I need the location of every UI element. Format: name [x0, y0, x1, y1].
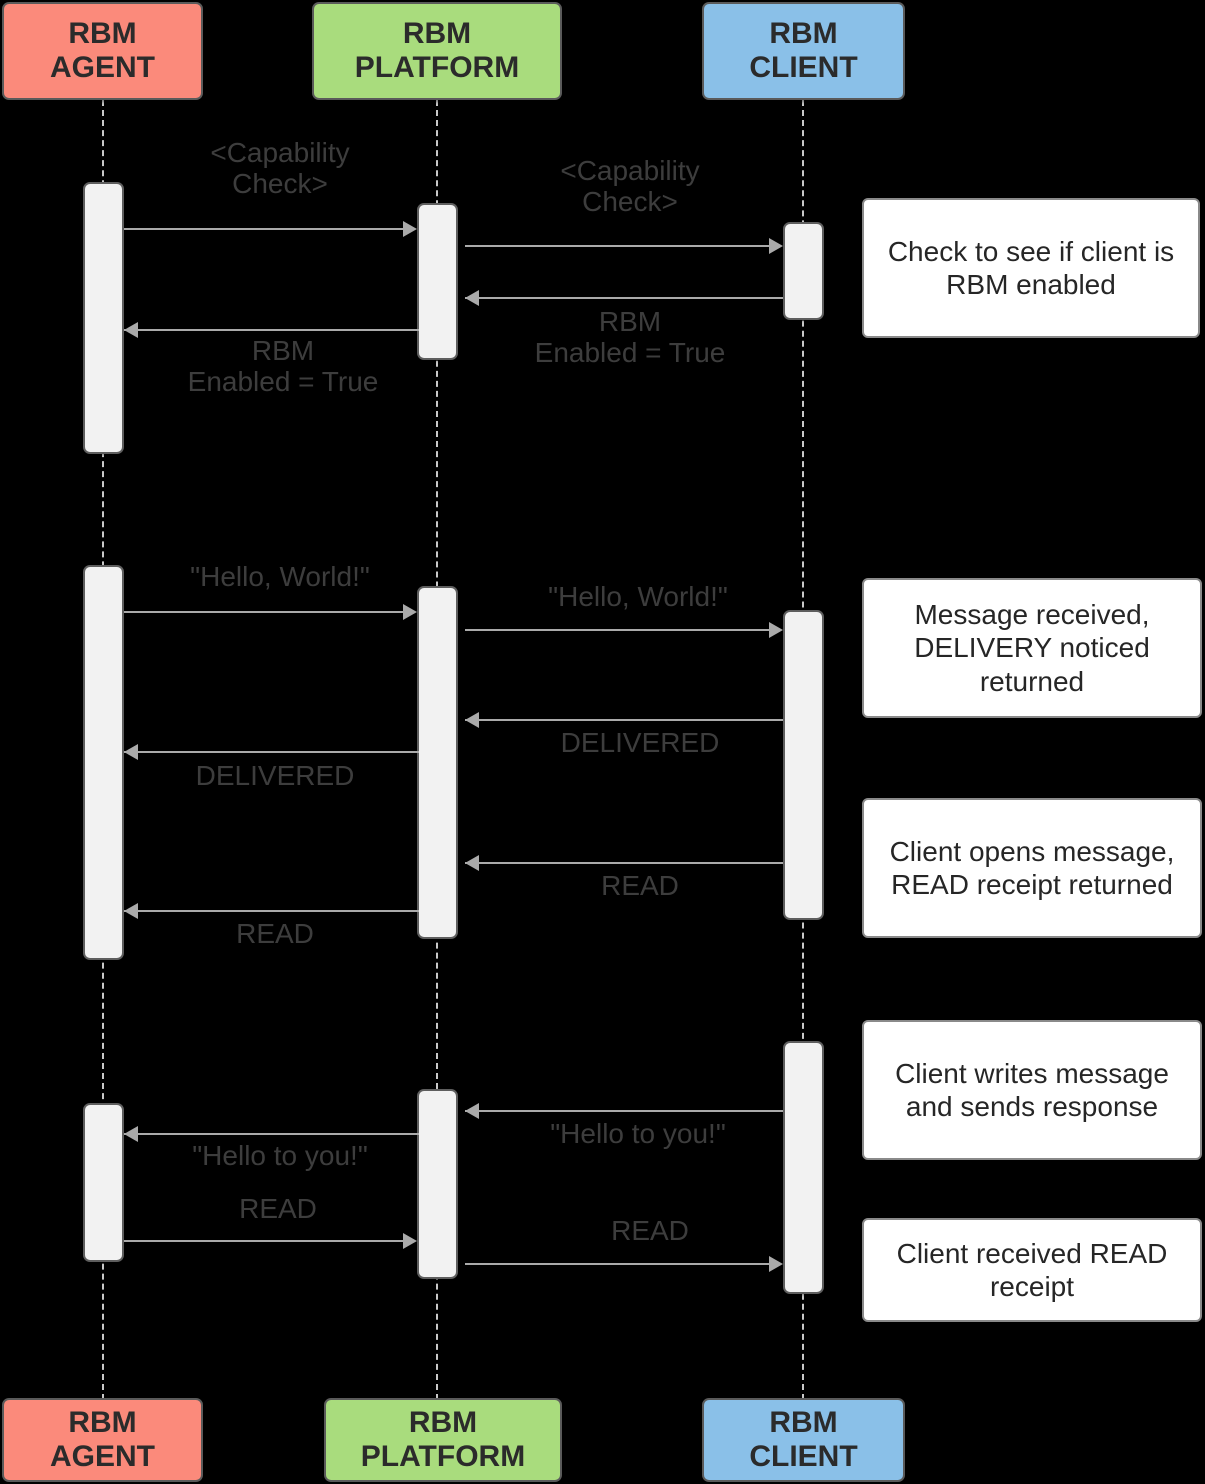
- participant-header-agent[interactable]: RBM AGENT: [2, 2, 203, 100]
- message-label-m5: "Hello, World!": [190, 561, 370, 592]
- message-label-m13: READ: [239, 1193, 317, 1224]
- participant-footer-platform-line1: RBM: [408, 1406, 478, 1440]
- message-line-m3: [465, 297, 783, 299]
- activation-agent-2: [83, 565, 124, 960]
- message-arrowhead-m10: [124, 903, 138, 919]
- message-line-m2: [465, 245, 780, 247]
- participant-footer-client[interactable]: RBM CLIENT: [702, 1398, 905, 1482]
- participant-header-agent-line1: RBM: [68, 17, 137, 51]
- message-line-m4: [124, 329, 419, 331]
- participant-footer-client-line2: CLIENT: [749, 1440, 858, 1473]
- participant-footer-client-line1: RBM: [769, 1406, 838, 1440]
- message-line-m9: [465, 862, 783, 864]
- note-client-received-read: Client received READ receipt: [862, 1218, 1202, 1322]
- message-arrowhead-m11: [465, 1103, 479, 1119]
- participant-header-client[interactable]: RBM CLIENT: [702, 2, 905, 100]
- activation-agent-3: [83, 1103, 124, 1262]
- participant-header-client-line2: CLIENT: [749, 51, 858, 84]
- message-line-m12: [124, 1133, 419, 1135]
- activation-client-1: [783, 222, 824, 320]
- message-arrowhead-m6: [769, 622, 783, 638]
- activation-client-3: [783, 1041, 824, 1294]
- participant-header-client-line1: RBM: [769, 17, 838, 51]
- note-capability-check: Check to see if client is RBM enabled: [862, 198, 1200, 338]
- participant-header-platform-line2: PLATFORM: [354, 51, 520, 84]
- message-line-m7: [465, 719, 783, 721]
- message-arrowhead-m14: [769, 1256, 783, 1272]
- message-label-m12: "Hello to you!": [192, 1140, 368, 1171]
- message-label-m2: <Capability Check>: [560, 155, 700, 218]
- message-line-m11: [465, 1110, 783, 1112]
- activation-platform-1: [417, 203, 458, 360]
- message-label-m8: DELIVERED: [195, 760, 355, 791]
- message-arrowhead-m13: [403, 1233, 417, 1249]
- message-arrowhead-m1: [403, 221, 417, 237]
- participant-footer-platform-line2: PLATFORM: [360, 1440, 526, 1473]
- participant-header-platform-line1: RBM: [402, 17, 472, 51]
- participant-footer-agent[interactable]: RBM AGENT: [2, 1398, 203, 1482]
- message-arrowhead-m12: [124, 1126, 138, 1142]
- message-label-m3: RBM Enabled = True: [534, 306, 726, 369]
- message-arrowhead-m4: [124, 322, 138, 338]
- message-label-m1: <Capability Check>: [210, 137, 350, 200]
- participant-footer-agent-line2: AGENT: [50, 1440, 155, 1473]
- message-label-m7: DELIVERED: [560, 727, 720, 758]
- message-arrowhead-m8: [124, 744, 138, 760]
- message-arrowhead-m3: [465, 290, 479, 306]
- activation-agent-1: [83, 182, 124, 454]
- message-line-m13: [124, 1240, 414, 1242]
- message-line-m14: [465, 1263, 780, 1265]
- message-label-m14: READ: [611, 1215, 689, 1246]
- message-arrowhead-m7: [465, 712, 479, 728]
- participant-footer-agent-line1: RBM: [68, 1406, 137, 1440]
- participant-footer-platform[interactable]: RBM PLATFORM: [324, 1398, 562, 1482]
- note-client-opens-message: Client opens message, READ receipt retur…: [862, 798, 1202, 938]
- message-label-m11: "Hello to you!": [550, 1118, 726, 1149]
- message-label-m6: "Hello, World!": [548, 581, 728, 612]
- participant-header-agent-line2: AGENT: [50, 51, 155, 84]
- message-arrowhead-m2: [769, 238, 783, 254]
- note-message-received: Message received, DELIVERY noticed retur…: [862, 578, 1202, 718]
- note-client-writes-message: Client writes message and sends response: [862, 1020, 1202, 1160]
- message-arrowhead-m9: [465, 855, 479, 871]
- activation-client-2: [783, 610, 824, 920]
- participant-header-platform[interactable]: RBM PLATFORM: [312, 2, 562, 100]
- message-label-m4: RBM Enabled = True: [187, 335, 379, 398]
- message-line-m10: [124, 910, 419, 912]
- activation-platform-3: [417, 1089, 458, 1279]
- message-label-m9: READ: [601, 870, 679, 901]
- message-line-m6: [465, 629, 780, 631]
- message-line-m5: [124, 611, 414, 613]
- activation-platform-2: [417, 586, 458, 939]
- message-line-m1: [124, 228, 414, 230]
- message-arrowhead-m5: [403, 604, 417, 620]
- message-line-m8: [124, 751, 419, 753]
- message-label-m10: READ: [236, 918, 314, 949]
